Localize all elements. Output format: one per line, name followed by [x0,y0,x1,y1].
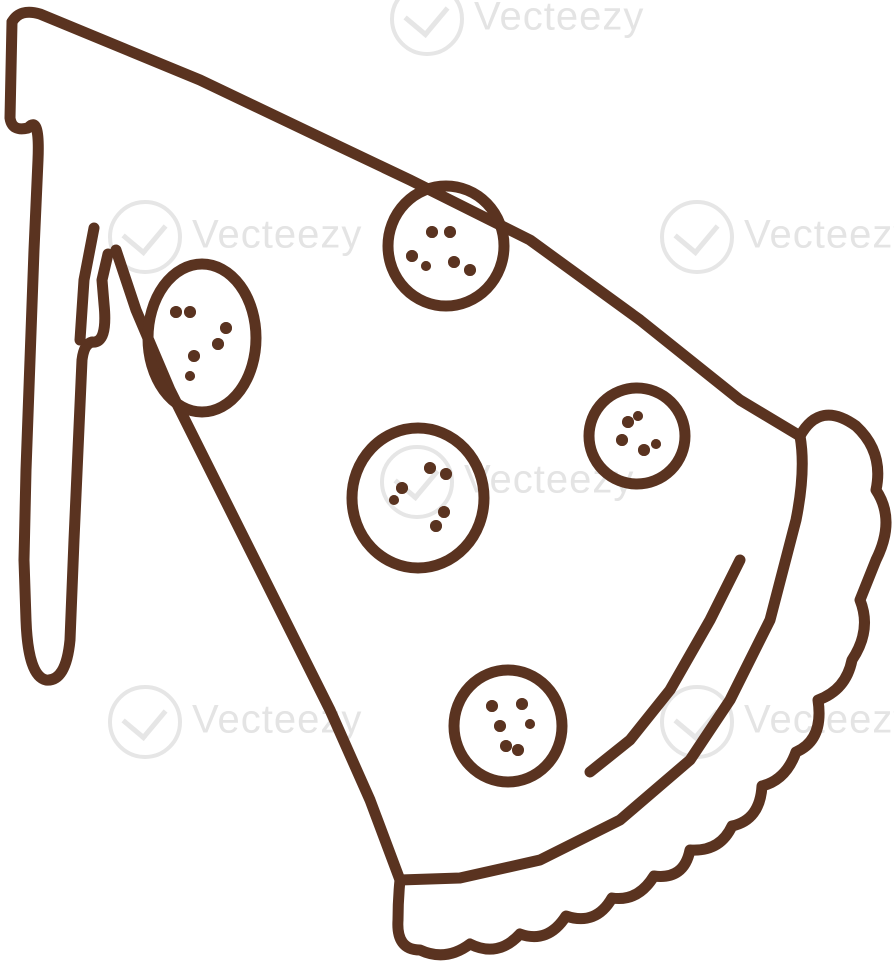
spot [448,256,460,268]
spot [424,462,436,474]
spot [430,520,442,532]
spot [616,434,628,446]
spot [426,226,438,238]
spot [638,444,650,456]
pepperoni-top [382,180,510,312]
spot [516,698,528,710]
spot [444,226,456,238]
spot [188,350,200,362]
spot [389,495,399,505]
spot [512,744,524,756]
spot [633,411,643,421]
spot [406,250,418,262]
spot [438,506,450,518]
slice-top-edge [6,6,806,442]
spot [525,719,535,729]
pepperoni-left [142,258,262,418]
pizza-drawing [4,6,892,961]
pepperoni-middle [346,422,490,574]
slice-right-inner-edge [394,430,808,886]
spot [500,740,512,752]
spot [421,261,431,271]
spot [185,371,195,381]
spot [622,416,634,428]
spot [651,439,661,449]
spot [494,720,506,732]
spot [464,264,476,276]
pepperoni-bottom [448,664,568,788]
spot [184,306,196,318]
spot [220,322,232,334]
spot [486,700,498,712]
pepperoni-spots [170,226,661,756]
spot [170,306,182,318]
pepperoni-right [583,382,691,490]
spot [440,468,452,480]
slice-crust [392,409,892,961]
slice-left-edge-with-drip [4,16,114,686]
crust-highlight [584,554,746,778]
spot [212,338,224,350]
cheese-string [74,222,100,346]
spot [396,482,408,494]
